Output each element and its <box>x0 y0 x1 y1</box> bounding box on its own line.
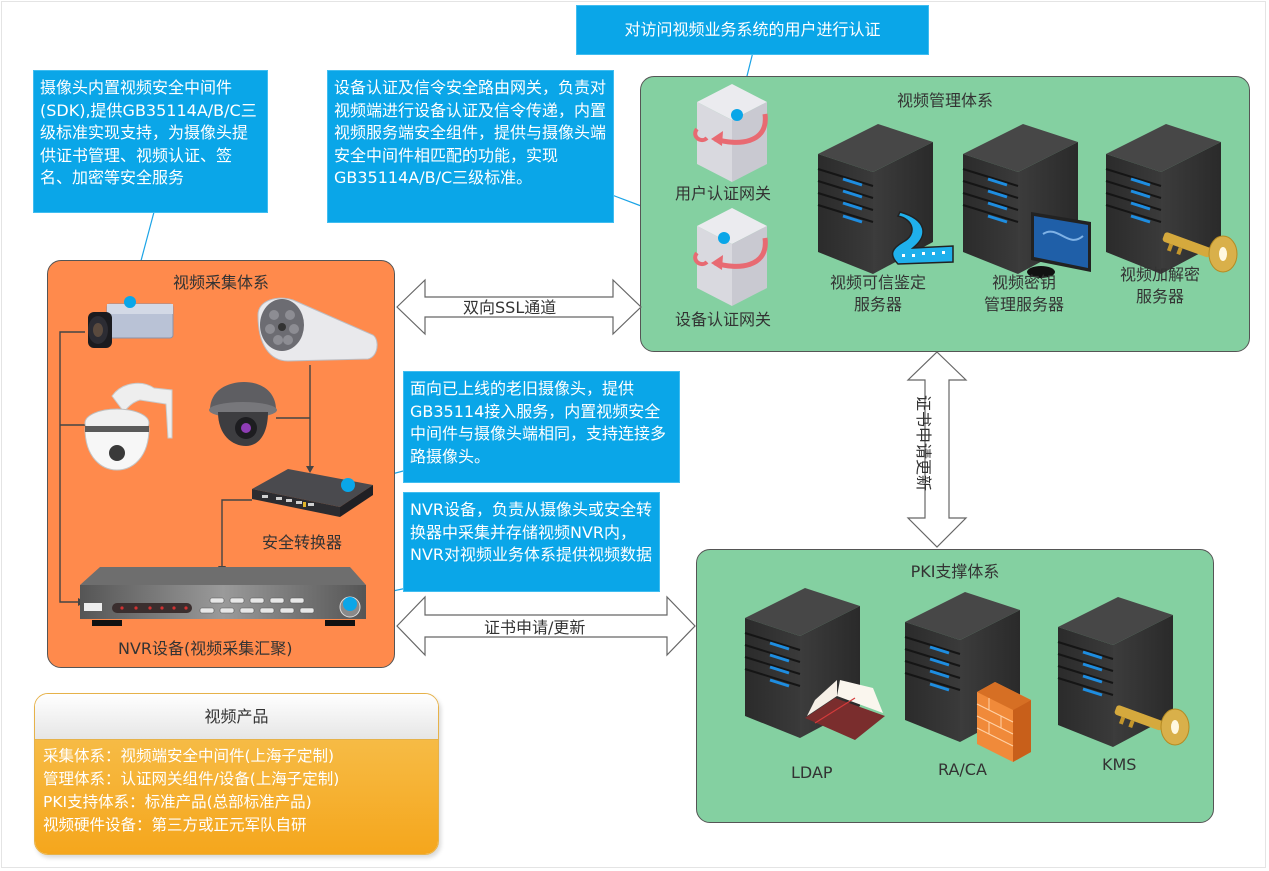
key-management-server-label: 视频密钥 管理服务器 <box>984 272 1064 316</box>
cert-update-horizontal-label: 证书申请/更新 <box>484 618 586 637</box>
box-camera-icon <box>88 296 174 348</box>
product-line: 管理体系：认证网关组件/设备(上海子定制) <box>43 770 340 788</box>
video-products-box: 视频产品 采集体系：视频端安全中间件(上海子定制) 管理体系：认证网关组件/设备… <box>34 693 439 855</box>
ssl-channel-arrow <box>396 278 642 336</box>
ldap-label: LDAP <box>791 763 833 782</box>
dome-camera-icon <box>209 382 277 446</box>
ldap-server-icon <box>743 586 885 740</box>
label-line: 服务器 <box>1136 287 1185 306</box>
label-line: 视频可信鉴定 <box>830 273 927 292</box>
ra-ca-label: RA/CA <box>938 760 987 779</box>
anchor-dot <box>343 597 357 611</box>
nvr-device-icon <box>80 567 366 626</box>
kms-label: KMS <box>1102 755 1137 774</box>
nvr-device-label: NVR设备(视频采集汇聚) <box>118 639 293 658</box>
anchor-dot <box>341 478 355 492</box>
ptz-camera-icon <box>84 382 173 471</box>
cert-update-vertical-label: 证书申请更新 <box>914 395 933 492</box>
label-line: 视频密钥 <box>992 273 1057 292</box>
product-line: 采集体系：视频端安全中间件(上海子定制) <box>43 747 335 765</box>
cert-update-vertical-arrow <box>906 351 968 548</box>
product-line: PKI支持体系：标准产品(总部标准产品) <box>43 793 312 811</box>
anchor-dot <box>718 232 730 244</box>
anchor-dot <box>731 109 743 121</box>
trusted-verification-server-label: 视频可信鉴定 服务器 <box>830 272 926 316</box>
security-converter-label: 安全转换器 <box>262 533 343 552</box>
ssl-channel-label: 双向SSL通道 <box>463 298 557 317</box>
pki-system-title: PKI支撑体系 <box>910 562 1000 581</box>
management-system-title: 视频管理体系 <box>896 91 993 110</box>
user-auth-gateway-label: 用户认证网关 <box>675 184 772 203</box>
user-auth-gateway-icon <box>697 84 772 184</box>
anchor-dot <box>124 296 136 308</box>
cert-update-horizontal-arrow <box>396 595 696 657</box>
video-products-title: 视频产品 <box>35 694 438 740</box>
label-line: 视频加解密 <box>1120 265 1201 284</box>
label-line: 管理服务器 <box>984 295 1065 314</box>
bullet-camera-icon <box>257 297 378 362</box>
firewall-icon <box>976 682 1031 762</box>
callout-user-auth: 对访问视频业务系统的用户进行认证 <box>576 5 929 55</box>
label-line: 服务器 <box>854 295 903 314</box>
encryption-server-icon <box>1104 122 1238 276</box>
callout-device-gateway: 设备认证及信令安全路由网关，负责对视频端进行设备认证及信令传递，内置视频服务端安… <box>327 70 614 223</box>
device-auth-gateway-icon <box>697 208 772 308</box>
callout-nvr: NVR设备，负责从摄像头或安全转换器中采集并存储视频NVR内，NVR对视频业务体… <box>403 492 660 592</box>
product-line: 视频硬件设备：第三方或正元军队自研 <box>43 816 307 834</box>
book-icon <box>805 680 885 740</box>
device-auth-gateway-label: 设备认证网关 <box>675 310 772 329</box>
security-converter-icon <box>252 469 373 517</box>
kms-server-icon <box>1056 595 1190 749</box>
key-management-server-icon <box>961 122 1091 278</box>
video-products-list: 采集体系：视频端安全中间件(上海子定制) 管理体系：认证网关组件/设备(上海子定… <box>35 740 438 854</box>
film-icon <box>891 211 954 265</box>
collection-system-title: 视频采集体系 <box>172 273 269 292</box>
encryption-server-label: 视频加解密 服务器 <box>1120 264 1200 308</box>
callout-camera-sdk: 摄像头内置视频安全中间件(SDK),提供GB35114A/B/C三级标准实现支持… <box>33 70 268 213</box>
callout-converter: 面向已上线的老旧摄像头，提供GB35114接入服务，内置视频安全中间件与摄像头端… <box>403 371 680 483</box>
ra-ca-server-icon <box>903 590 1031 762</box>
monitor-icon <box>1027 212 1091 278</box>
trusted-verification-server-icon <box>816 122 954 276</box>
